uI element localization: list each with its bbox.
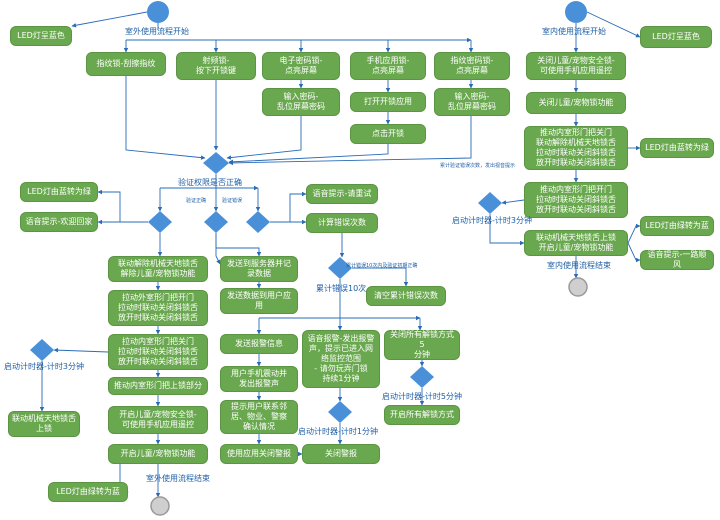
label-err-within: 累计错误10次内及验证初期正确	[346, 263, 418, 269]
connector-1	[71, 11, 148, 28]
node-n13: 语音提示-请重试	[306, 184, 378, 204]
label-timer-5min: 启动计时器-计时5分钟	[382, 392, 462, 401]
decision-timer5	[410, 366, 434, 388]
node-n37: 推动内室形门把关门 联动解除机械天地锁舌 拉动时联动关闭斜锁舌 放开时联动关闭斜…	[524, 126, 628, 170]
node-n40: 联动机械天地锁舌上锁 开启儿童/宠物锁功能	[524, 230, 628, 256]
decision-left	[148, 211, 172, 233]
decision-mid	[204, 211, 228, 233]
label-indoor-timer: 启动计时器-计时3分钟	[452, 216, 532, 225]
node-n20: 开启儿童/宠物安全锁- 可使用手机应用遥控	[108, 406, 208, 434]
label-indoor-start: 室内使用流程开始	[542, 27, 606, 36]
node-n21: 开启儿童/宠物锁功能	[108, 444, 208, 464]
node-n8: 打开开锁应用	[350, 92, 426, 112]
node-n31: 关闭警报	[302, 444, 380, 464]
decision-timer1	[328, 401, 352, 423]
label-timer-3min: 启动计时器-计时3分钟	[4, 362, 84, 371]
node-n17: 拉动内室形门把关门 拉动时联动关闭斜锁舌 放开时联动关闭斜锁舌	[108, 334, 208, 370]
label-timer-1min: 启动计时器-计时1分钟	[298, 427, 378, 436]
node-n3: 射频锁- 按下开锁键	[176, 52, 256, 80]
decision-err	[246, 211, 270, 233]
node-n38: LED灯由蓝转为绿	[640, 138, 714, 158]
end-node-outdoor	[150, 496, 170, 516]
node-n2: 指纹锁-刮擦指纹	[86, 52, 166, 76]
node-n23: 发送到服务器并记 录数据	[220, 256, 298, 282]
node-n10: 输入密码- 乱位屏幕密码	[434, 88, 510, 116]
node-n19: 联动机械天地锁舌 上锁	[8, 411, 80, 437]
node-n18: 推动内室形门把上锁部分	[108, 377, 208, 395]
label-verify-check: 验证权限是否正确	[178, 178, 242, 187]
connector-58	[501, 199, 525, 205]
node-n39: 推动内室形门把开门 拉动时联动关闭斜锁舌 放开时联动关闭斜锁舌	[524, 182, 628, 218]
connector-14	[226, 116, 302, 160]
label-verify-ok: 验证正确	[186, 198, 207, 204]
connector-12	[125, 76, 206, 160]
label-verify-err: 验证错误	[222, 198, 243, 204]
connector-53	[586, 11, 641, 38]
node-n35: 关闭儿童/宠物安全锁- 可使用手机应用遥控	[526, 52, 626, 80]
label-outdoor-start: 室外使用流程开始	[125, 27, 189, 36]
connector-25	[215, 233, 262, 257]
connector-lines	[39, 11, 641, 498]
start-node-outdoor	[147, 1, 169, 23]
node-n27: 用户手机震动并 发出报警声	[220, 366, 298, 392]
connector-61	[627, 242, 641, 263]
connector-16	[228, 116, 472, 166]
decision-verify	[203, 152, 229, 174]
flow-shapes	[30, 1, 588, 516]
connector-60	[627, 223, 641, 244]
node-n16: 拉动外室形门把开门 拉动时联动关闭斜锁舌 放开时联动关闭斜锁舌	[108, 290, 208, 326]
connector-31	[259, 279, 420, 318]
node-n36: 关闭儿童/宠物锁功能	[526, 92, 626, 114]
label-indoor-end: 室内使用流程结束	[547, 261, 611, 270]
node-n41: LED灯由绿转为蓝	[640, 216, 714, 236]
node-n29: 使用应用关闭警报	[220, 444, 298, 464]
connector-17	[160, 174, 258, 188]
decision-timer3	[30, 339, 54, 361]
node-n7: 输入密码- 乱位屏幕密码	[262, 88, 340, 116]
node-n22: LED灯由绿转为蓝	[48, 482, 128, 502]
connector-2	[126, 23, 471, 40]
node-n9: 点击开锁	[350, 124, 426, 144]
node-n5: 手机应用锁- 点亮屏幕	[350, 52, 426, 80]
node-n32: 关闭所有解锁方式5 分钟	[384, 330, 460, 360]
end-node-indoor	[568, 277, 588, 297]
node-n14: 计算错误次数	[306, 213, 378, 233]
connector-59	[489, 214, 525, 246]
label-err-count-prompt: 累计验证错误次数，发出视音提示	[440, 163, 516, 169]
node-n34: LED灯呈蓝色	[640, 26, 712, 48]
node-n28: 提示用户联系邻 居、物业、警察 确认情况	[220, 400, 298, 434]
node-n33: 开启所有解锁方式	[384, 405, 460, 425]
node-n26: 发送报警信息	[220, 334, 298, 354]
node-n25: 清空累计错误次数	[366, 286, 446, 306]
connector-15	[228, 144, 389, 165]
connector-21	[97, 189, 148, 223]
node-n30: 语音报警-发出报警 声，提示已进入网 络监控范围 - 请勿玩弄门锁 持续1分钟	[302, 330, 380, 388]
connector-28	[270, 191, 307, 223]
node-n11: LED灯由蓝转为绿	[20, 182, 98, 202]
node-n12: 语音提示-欢迎回家	[20, 212, 98, 232]
start-node-indoor	[565, 1, 587, 23]
node-n4: 电子密码锁- 点亮屏幕	[262, 52, 340, 80]
node-n42: 语音提示-一路顺风	[640, 250, 714, 270]
connector-45	[53, 347, 109, 353]
decision-count	[328, 257, 352, 279]
connector-30	[352, 267, 409, 287]
decision-indoor	[478, 192, 502, 214]
node-n15: 联动解除机械天地锁舌 解除儿童/宠物锁功能	[108, 256, 208, 282]
node-n24: 发送数据到用户应 用	[220, 288, 298, 314]
node-n6: 指纹密码锁- 点亮屏幕	[434, 52, 510, 80]
label-err-10: 累计错误10次	[316, 284, 367, 293]
label-outdoor-end: 室外使用流程结束	[146, 474, 210, 483]
node-n1: LED灯呈蓝色	[10, 26, 72, 46]
